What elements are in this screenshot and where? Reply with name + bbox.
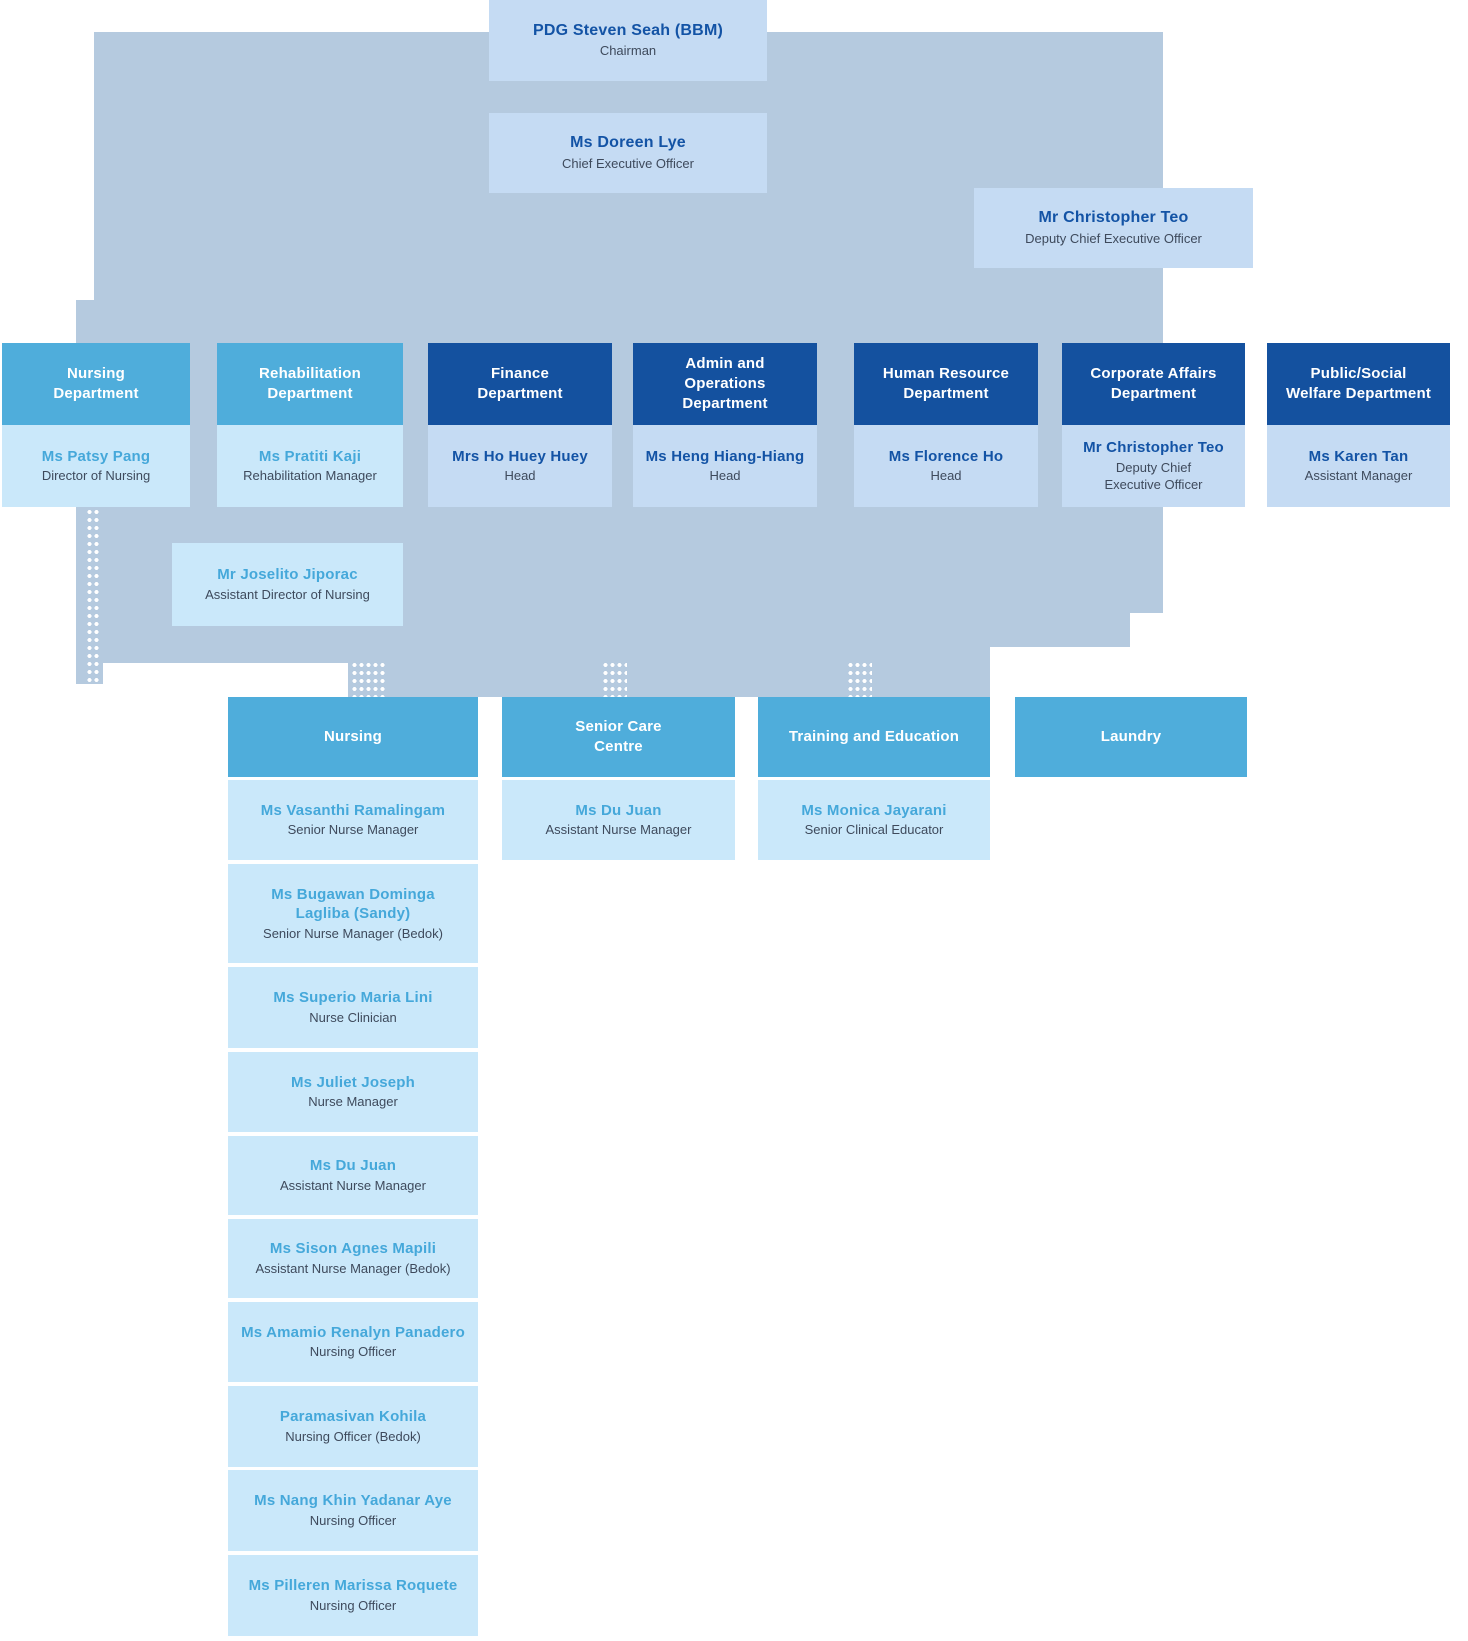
person-name: Mr Christopher Teo: [1083, 439, 1224, 457]
department-header-corporate-affairs: Corporate Affairs Department: [1062, 343, 1245, 425]
department-head-card-corporate-affairs: Mr Christopher Teo Deputy Chief Executiv…: [1062, 425, 1245, 507]
person-role: Senior Nurse Manager (Bedok): [263, 925, 443, 941]
section-header-training-education: Training and Education: [758, 697, 990, 777]
dotted-connector-laundry: [1105, 650, 1118, 697]
department-header-nursing: Nursing Department: [2, 343, 190, 425]
section-header-laundry: Laundry: [1015, 697, 1247, 777]
department-header-finance: Finance Department: [428, 343, 612, 425]
person-name: Paramasivan Kohila: [279, 1408, 427, 1426]
department-head-card-human-resource: Ms Florence Ho Head: [854, 425, 1038, 507]
background-panel-step-2: [94, 647, 990, 663]
dotted-connector-training-education: [847, 661, 872, 697]
person-role: Senior Clinical Educator: [804, 822, 944, 838]
person-name: Ms Doreen Lye: [570, 134, 686, 152]
person-name: Ms Monica Jayarani: [801, 801, 947, 819]
department-header-rehabilitation: Rehabilitation Department: [217, 343, 403, 425]
person-name: Ms Nang Khin Yadanar Aye: [254, 1492, 452, 1510]
person-name: Ms Amamio Renalyn Panadero: [241, 1323, 465, 1341]
member-card-vasanthi-ramalingam: Ms Vasanthi Ramalingam Senior Nurse Mana…: [228, 780, 478, 860]
person-role: Assistant Nurse Manager: [545, 822, 692, 838]
person-role: Nurse Clinician: [309, 1009, 397, 1025]
dotted-connector-nursing-section: [351, 661, 386, 697]
person-name: Ms Du Juan: [575, 801, 662, 819]
department-head-card-admin-operations: Ms Heng Hiang-Hiang Head: [633, 425, 817, 507]
department-head-card-finance: Mrs Ho Huey Huey Head: [428, 425, 612, 507]
person-role: Assistant Nurse Manager (Bedok): [255, 1260, 451, 1276]
member-card-pilleren-marissa-roquete: Ms Pilleren Marissa Roquete Nursing Offi…: [228, 1555, 478, 1636]
person-role: Head: [709, 468, 741, 484]
person-name: Ms Karen Tan: [1308, 447, 1409, 465]
person-name: Ms Juliet Joseph: [290, 1073, 416, 1091]
member-card-superio-maria-lini: Ms Superio Maria Lini Nurse Clinician: [228, 967, 478, 1048]
department-head-card-nursing: Ms Patsy Pang Director of Nursing: [2, 425, 190, 507]
member-card-monica-jayarani: Ms Monica Jayarani Senior Clinical Educa…: [758, 780, 990, 860]
person-name: Ms Du Juan: [309, 1157, 397, 1175]
department-header-public-social-welfare: Public/Social Welfare Department: [1267, 343, 1450, 425]
person-role: Head: [504, 468, 536, 484]
department-head-card-public-social-welfare: Ms Karen Tan Assistant Manager: [1267, 425, 1450, 507]
person-role: Chairman: [599, 43, 657, 59]
section-header-nursing: Nursing: [228, 697, 478, 777]
person-role: Director of Nursing: [41, 468, 151, 484]
member-card-du-juan: Ms Du Juan Assistant Nurse Manager: [228, 1136, 478, 1215]
person-role: Nursing Officer (Bedok): [285, 1428, 421, 1444]
person-name: Ms Patsy Pang: [41, 447, 151, 465]
person-name: Ms Vasanthi Ramalingam: [260, 801, 446, 819]
person-name: Ms Pilleren Marissa Roquete: [248, 1577, 458, 1595]
member-card-nang-khin-yadanar-aye: Ms Nang Khin Yadanar Aye Nursing Officer: [228, 1470, 478, 1551]
person-role: Assistant Nurse Manager: [280, 1177, 426, 1193]
member-card-sison-agnes-mapili: Ms Sison Agnes Mapili Assistant Nurse Ma…: [228, 1219, 478, 1298]
member-card-bugawan-dominga-lagliba: Ms Bugawan Dominga Lagliba (Sandy) Senio…: [228, 864, 478, 963]
person-name: Ms Florence Ho: [888, 447, 1004, 465]
person-role: Deputy Chief Executive Officer: [1104, 459, 1203, 492]
person-name: Ms Pratiti Kaji: [258, 447, 362, 465]
person-role: Deputy Chief Executive Officer: [1025, 230, 1202, 246]
person-role: Nursing Officer: [309, 1597, 397, 1613]
department-header-admin-operations: Admin and Operations Department: [633, 343, 817, 425]
member-card-amamio-renalyn-panadero: Ms Amamio Renalyn Panadero Nursing Offic…: [228, 1302, 478, 1382]
person-role: Nurse Manager: [308, 1094, 398, 1110]
person-role: Senior Nurse Manager: [287, 822, 419, 838]
person-role: Head: [930, 468, 962, 484]
department-head-card-rehabilitation: Ms Pratiti Kaji Rehabilitation Manager: [217, 425, 403, 507]
member-card-juliet-joseph: Ms Juliet Joseph Nurse Manager: [228, 1052, 478, 1132]
person-role: Nursing Officer: [309, 1344, 397, 1360]
person-role: Assistant Manager: [1304, 468, 1413, 484]
member-card-du-juan-scc: Ms Du Juan Assistant Nurse Manager: [502, 780, 735, 860]
person-name: Mr Christopher Teo: [1038, 209, 1189, 227]
person-role: Assistant Director of Nursing: [205, 586, 370, 602]
person-name: Ms Sison Agnes Mapili: [269, 1240, 437, 1258]
assistant-director-card: Mr Joselito Jiporac Assistant Director o…: [172, 543, 403, 626]
person-role: Chief Executive Officer: [562, 155, 694, 171]
person-name: PDG Steven Seah (BBM): [532, 21, 723, 39]
department-header-human-resource: Human Resource Department: [854, 343, 1038, 425]
person-role: Nursing Officer: [309, 1512, 397, 1528]
deputy-ceo-card: Mr Christopher Teo Deputy Chief Executiv…: [974, 188, 1253, 268]
person-name: Mrs Ho Huey Huey: [452, 447, 588, 465]
person-name: Ms Superio Maria Lini: [273, 989, 433, 1007]
person-name: Mr Joselito Jiporac: [217, 566, 358, 584]
member-card-paramasivan-kohila: Paramasivan Kohila Nursing Officer (Bedo…: [228, 1386, 478, 1467]
person-role: Rehabilitation Manager: [243, 468, 377, 484]
dotted-connector-senior-care-centre: [602, 661, 627, 697]
dotted-connector-nursing-department: [86, 508, 99, 688]
background-panel-lower-band: [348, 663, 990, 697]
chairman-card: PDG Steven Seah (BBM) Chairman: [489, 0, 767, 81]
section-header-senior-care-centre: Senior Care Centre: [502, 697, 735, 777]
person-name: Ms Heng Hiang-Hiang: [645, 447, 805, 465]
person-name: Ms Bugawan Dominga Lagliba (Sandy): [271, 885, 435, 923]
ceo-card: Ms Doreen Lye Chief Executive Officer: [489, 113, 767, 193]
